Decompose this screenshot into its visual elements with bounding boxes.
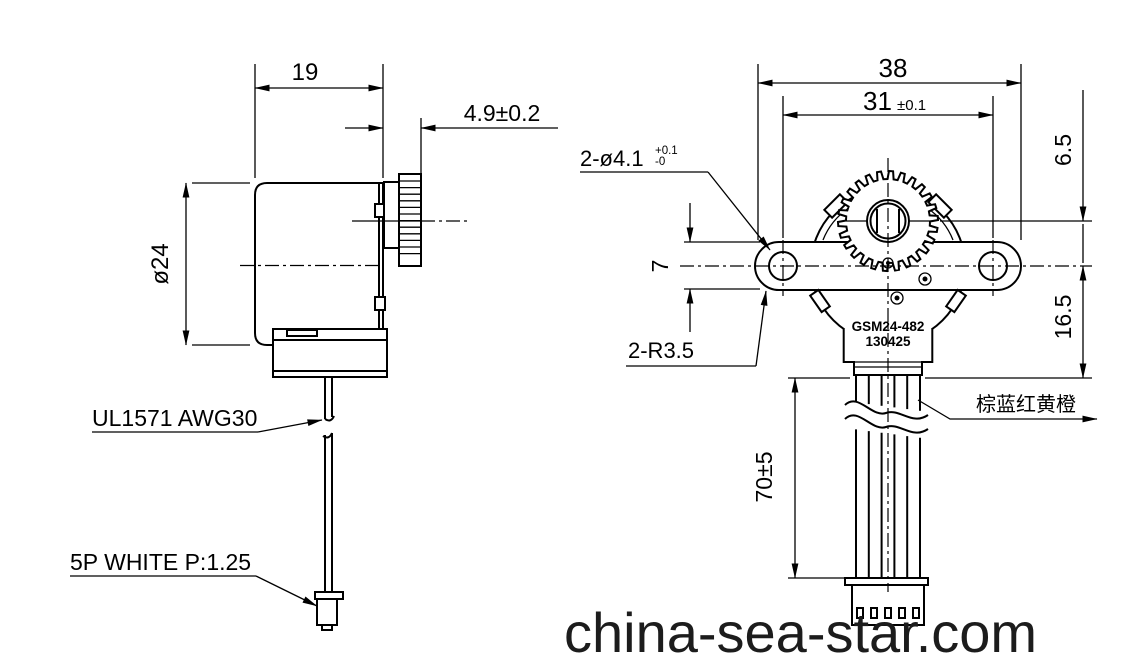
mount-hole-callout: 2-ø4.1 +0.1 -0 [580, 145, 771, 251]
dim-side-length: 19 [254, 59, 384, 178]
dim-overall-width: 38 [757, 53, 1022, 240]
wire-spec-text: UL1571 AWG30 [92, 405, 257, 431]
dim-hole-spacing-text: 31 [863, 86, 892, 116]
dim-hole-spacing-tol-text: ±0.1 [897, 97, 926, 114]
dim-overall-width-text: 38 [879, 53, 908, 83]
dim-diameter-text: ø24 [147, 243, 174, 284]
dim-hole-spacing: 31 ±0.1 [782, 86, 994, 296]
face-hole-2 [890, 291, 904, 305]
mount-hole-tol-upper-text: +0.1 [655, 145, 678, 157]
side-view: 19 4.9±0.2 ø24 UL1571 AWG30 5P WHITE P:1… [70, 59, 558, 631]
mount-hole-tol-lower-text: -0 [655, 156, 665, 168]
ear-radius-callout-text: 2-R3.5 [628, 338, 694, 363]
wire-colors-callout: 棕蓝红黄橙 [917, 393, 1098, 423]
bottom-housing [842, 328, 934, 376]
connector-side [314, 591, 344, 631]
lead-wire-side [322, 377, 335, 593]
lead-wires-front [855, 375, 921, 578]
connector-spec-label: 5P WHITE P:1.25 [70, 549, 318, 607]
dim-right-side: 6.5 16.5 [925, 90, 1092, 379]
mount-hole-callout-text: 2-ø4.1 [580, 146, 644, 171]
case-tab-ur [926, 192, 954, 220]
front-view: GSM24-482 130425 38 [580, 53, 1098, 626]
watermark: china-sea-star.com [564, 601, 1038, 664]
dim-center-to-bottom-text: 16.5 [1050, 295, 1076, 340]
dim-gear-width: 4.9±0.2 [345, 100, 558, 176]
gear-hub-side [383, 181, 400, 249]
face-hole-1 [918, 272, 932, 286]
wire-colors-text: 棕蓝红黄橙 [976, 393, 1076, 416]
connector-spec-text: 5P WHITE P:1.25 [70, 549, 251, 575]
motor-body-side [254, 182, 384, 346]
wire-spec-label: UL1571 AWG30 [92, 405, 323, 433]
dim-diameter: ø24 [147, 182, 250, 346]
dim-lead-length: 70±5 [751, 377, 850, 579]
case-tab-ll [808, 288, 832, 314]
dim-ear-height-text: 7 [647, 260, 673, 273]
dim-ear-height: 7 [647, 203, 760, 332]
dim-gear-to-center-text: 6.5 [1050, 134, 1076, 166]
case-tab-side-lower [374, 296, 386, 311]
case-tab-lr [944, 288, 968, 314]
dim-side-length-text: 19 [292, 59, 319, 86]
ear-radius-callout: 2-R3.5 [626, 290, 768, 367]
dim-gear-width-text: 4.9±0.2 [464, 100, 541, 126]
dim-lead-length-text: 70±5 [751, 452, 777, 503]
